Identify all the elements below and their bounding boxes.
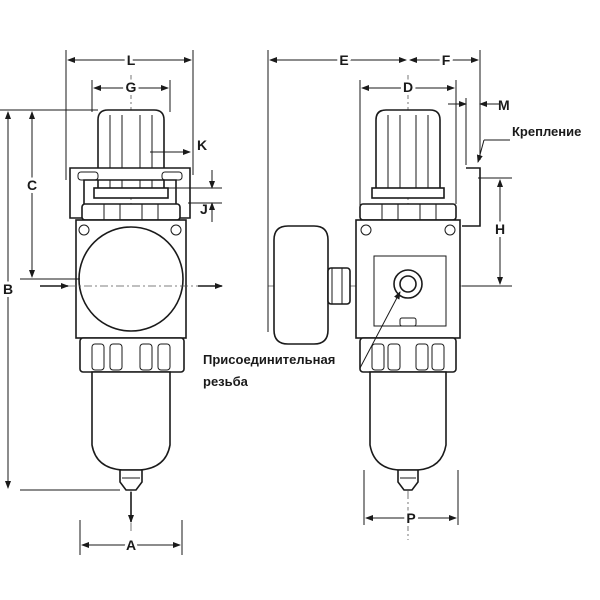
pressure-gauge-face bbox=[78, 226, 184, 332]
dim-M: M bbox=[498, 97, 510, 113]
side-bracket bbox=[462, 167, 481, 227]
bowl-guard bbox=[79, 337, 185, 373]
port-inner bbox=[399, 275, 417, 293]
side-view: E F D M Крепление H P Присоединительная … bbox=[203, 49, 581, 540]
front-view: L G K J C B A bbox=[0, 49, 223, 556]
dim-E: E bbox=[339, 52, 348, 68]
side-adjustment-knob bbox=[371, 109, 445, 199]
dim-B: B bbox=[3, 281, 13, 297]
side-filter-bowl bbox=[369, 371, 447, 491]
mount-label: Крепление bbox=[512, 124, 581, 139]
dim-J: J bbox=[200, 201, 208, 217]
dim-G: G bbox=[126, 79, 137, 95]
dim-K: K bbox=[197, 137, 207, 153]
dim-C: C bbox=[27, 177, 37, 193]
filter-bowl bbox=[91, 371, 171, 491]
pressure-gauge bbox=[273, 225, 351, 345]
regulator-body bbox=[68, 219, 200, 339]
thread-label-line1: Присоединительная bbox=[203, 352, 335, 367]
dim-L: L bbox=[127, 52, 136, 68]
side-body bbox=[355, 219, 461, 339]
thread-label-line2: резьба bbox=[203, 374, 249, 389]
dim-D: D bbox=[403, 79, 413, 95]
dim-A: A bbox=[126, 537, 136, 553]
lock-nut bbox=[81, 203, 181, 221]
adjustment-knob bbox=[93, 109, 169, 199]
dim-F: F bbox=[442, 52, 451, 68]
side-bowl-guard bbox=[359, 337, 457, 373]
side-lock-nut bbox=[359, 203, 457, 221]
dim-H: H bbox=[495, 221, 505, 237]
dim-P: P bbox=[406, 510, 415, 526]
